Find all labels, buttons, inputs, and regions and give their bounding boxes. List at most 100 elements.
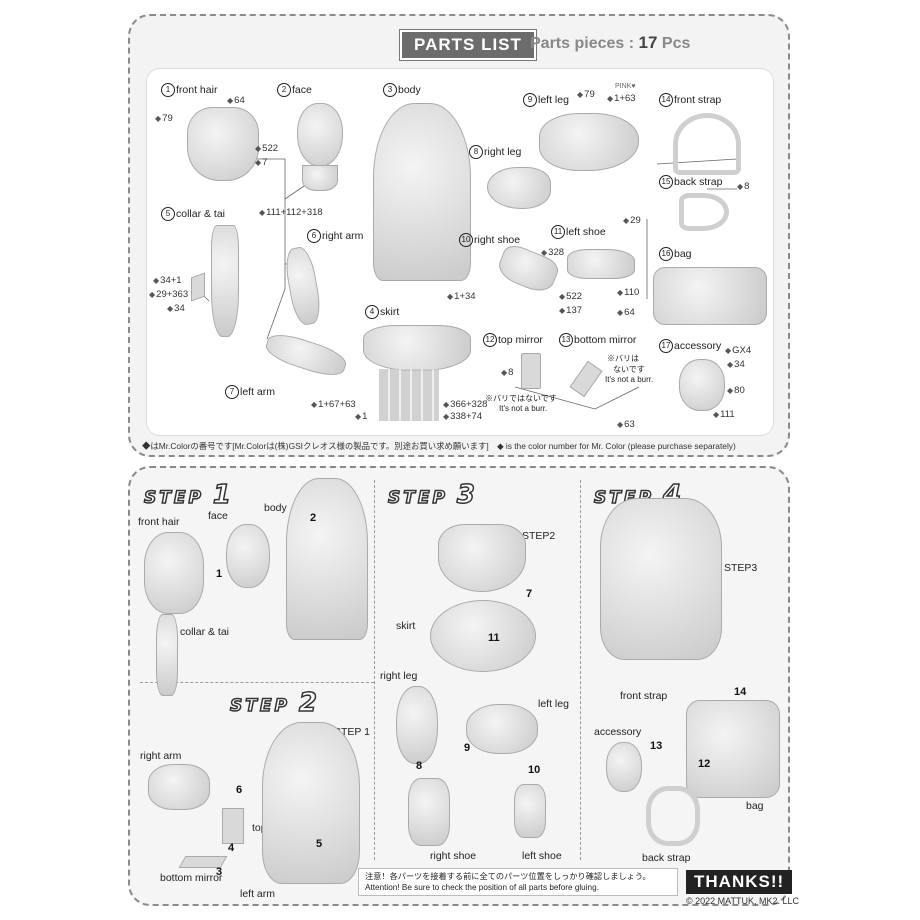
color-code: 1 xyxy=(355,411,367,422)
color-code: 34 xyxy=(167,303,185,314)
step3-arrow-number: 9 xyxy=(464,742,471,754)
step-3-title: STEP 3 xyxy=(387,479,478,511)
step3-right-shoe xyxy=(408,778,450,846)
color-code: 111 xyxy=(713,409,734,420)
step4-bag-label: bag xyxy=(746,800,764,812)
color-code: 522 xyxy=(559,291,582,302)
mirror-note-en: It's not a burr. xyxy=(499,404,548,413)
step2-arrow-number: 3 xyxy=(216,866,223,878)
parts-count-number: 17 xyxy=(638,33,658,52)
neck-part xyxy=(302,165,338,191)
pink-color-note: PINK♥ xyxy=(615,83,636,90)
step3-arrow-number: 10 xyxy=(528,764,541,776)
mirror-note-en: It's not a burr. xyxy=(605,375,654,384)
step2-bottom-mirror-label: bottom mirror xyxy=(160,872,223,884)
attention-note: 注意！各パーツを接着する前に全てのパーツ位置をしっかり確認しましょう。 Atte… xyxy=(358,868,678,896)
face-part xyxy=(297,103,343,167)
back-strap-part xyxy=(679,193,729,231)
step-divider xyxy=(580,480,581,860)
color-code: 111+112+318 xyxy=(259,207,323,218)
step2-arrow-number: 5 xyxy=(316,838,323,850)
top-mirror-part xyxy=(521,353,541,389)
collar-tai-part xyxy=(211,225,239,337)
step4-arrow-number: 13 xyxy=(650,740,663,752)
color-code: 328 xyxy=(541,247,564,258)
mirror-note-jp: ※バリは xyxy=(607,354,639,363)
color-code: 366+328 xyxy=(443,399,487,410)
bag-part xyxy=(653,267,767,325)
color-code: 34+1 xyxy=(153,275,181,286)
skirt-pattern-swatch xyxy=(379,369,439,421)
color-code: 338+74 xyxy=(443,411,482,422)
accessory-part xyxy=(679,359,725,411)
parts-count: Parts pieces : 17 Pcs xyxy=(530,33,691,52)
front-strap-part xyxy=(673,113,741,175)
color-code-footnote: ◆はMr.Colorの番号です[Mr.Colorは(株)GSIクレオス様の製品で… xyxy=(142,441,736,451)
step3-left-shoe-label: left shoe xyxy=(522,850,562,862)
left-leg-part xyxy=(539,113,639,171)
step3-left-shoe xyxy=(514,784,546,838)
color-code: 8 xyxy=(501,367,513,378)
step1-arrow-number: 1 xyxy=(216,568,223,580)
step2-figure xyxy=(262,722,360,884)
color-code: GX4 xyxy=(725,345,751,356)
parts-list-title: PARTS LIST xyxy=(400,30,536,60)
right-leg-part xyxy=(487,167,551,209)
step2-right-arm xyxy=(148,764,210,810)
step3-upper-body xyxy=(438,524,526,592)
mirror-note-jp: ※バリではないです xyxy=(485,394,557,403)
skirt-part xyxy=(363,325,471,371)
step3-right-shoe-label: right shoe xyxy=(430,850,477,862)
color-code: 64 xyxy=(617,307,635,318)
connector-line xyxy=(514,386,640,410)
color-code: 110 xyxy=(617,287,639,298)
step3-right-leg xyxy=(396,686,438,764)
color-code: 29+363 xyxy=(149,289,188,300)
step3-step2-ref: STEP2 xyxy=(522,530,556,542)
color-code: 7 xyxy=(255,157,267,168)
step4-step3-ref: STEP3 xyxy=(724,562,758,574)
color-code: 80 xyxy=(727,385,745,396)
step3-arrow-number: 8 xyxy=(416,760,423,772)
thanks-badge: THANKS!! xyxy=(686,870,793,894)
step1-face xyxy=(226,524,270,588)
step1-collar-label: collar & tai xyxy=(180,626,230,638)
body-part xyxy=(373,103,471,281)
color-code: 522 xyxy=(255,143,278,154)
step1-arrow-number: 2 xyxy=(310,512,317,524)
color-code: 79 xyxy=(155,113,173,124)
step1-front-hair-label: front hair xyxy=(138,516,180,528)
step-divider xyxy=(374,480,375,860)
color-code: 34 xyxy=(727,359,745,370)
step4-accessory-label: accessory xyxy=(594,726,642,738)
tai-clip-part xyxy=(191,272,205,302)
step4-back-strap xyxy=(646,786,700,846)
color-code: 1+63 xyxy=(607,93,635,104)
step4-bag xyxy=(686,700,780,798)
step2-arrow-number: 6 xyxy=(236,784,243,796)
mirror-note-jp: ないです xyxy=(613,365,645,374)
color-code: 29 xyxy=(623,215,641,226)
color-code: 63 xyxy=(617,419,635,430)
step2-right-arm-label: right arm xyxy=(140,750,182,762)
color-code: 64 xyxy=(227,95,245,106)
step4-front-strap-label: front strap xyxy=(620,690,668,702)
step-1-title: STEP 1 xyxy=(143,479,234,511)
step4-figure xyxy=(600,498,722,660)
step2-left-arm-label: left arm xyxy=(240,888,276,900)
step3-skirt-label: skirt xyxy=(396,620,416,632)
color-code: 137 xyxy=(559,305,582,316)
step3-skirt xyxy=(430,600,536,672)
step4-back-strap-label: back strap xyxy=(642,852,691,864)
